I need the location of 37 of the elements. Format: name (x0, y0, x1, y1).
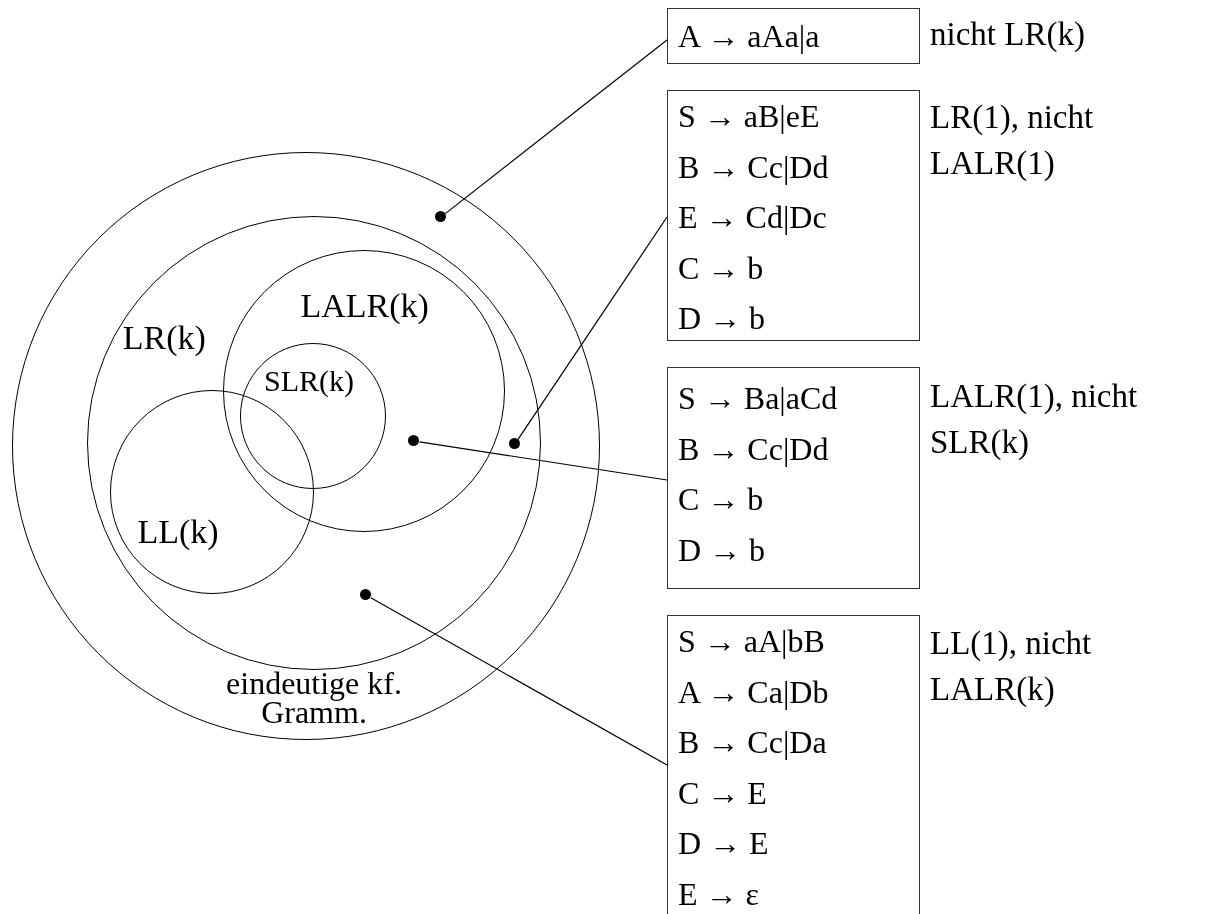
classification-note: nicht LR(k) (930, 15, 1086, 54)
leader-line (370, 597, 668, 766)
production-rule: E → ε (677, 874, 760, 914)
production-rule: S → Ba|aCd (677, 379, 839, 418)
classification-note: LALR(1), nicht SLR(k) (930, 377, 1139, 462)
production-rule: D → E (677, 824, 770, 863)
leader-line (444, 39, 668, 215)
production-rule: C → E (677, 773, 768, 813)
grammar-box (667, 90, 920, 341)
production-rule: B → Cc|Dd (677, 147, 830, 187)
classification-note: LL(1), nicht LALR(k) (930, 624, 1093, 709)
point-marker (407, 434, 419, 446)
point-marker (359, 588, 371, 600)
set-label: LALR(k) (300, 289, 429, 324)
leader-line (418, 441, 668, 481)
production-rule: D → b (677, 299, 767, 338)
production-rule: D → b (677, 530, 767, 570)
set-label: SLR(k) (264, 366, 355, 397)
set-label: eindeutige kf. Gramm. (225, 669, 403, 727)
production-rule: A → aAa|a (677, 17, 821, 56)
classification-note: LR(1), nicht LALR(1) (930, 98, 1095, 183)
point-marker (508, 437, 520, 449)
production-rule: B → Cc|Da (677, 723, 828, 762)
production-rule: E → Cd|Dc (677, 198, 828, 237)
production-rule: B → Cc|Dd (677, 429, 830, 469)
production-rule: S → aB|eE (677, 97, 821, 136)
grammar-box (667, 8, 920, 64)
production-rule: A → Ca|Db (677, 672, 830, 712)
production-rule: C → b (677, 480, 765, 519)
leader-line (517, 216, 668, 441)
production-rule: C → b (677, 248, 765, 288)
point-marker (435, 211, 447, 223)
grammar-box (667, 615, 920, 914)
set-label: LR(k) (122, 320, 206, 355)
set-label: LL(k) (137, 515, 219, 550)
grammar-box (667, 367, 920, 589)
production-rule: S → aA|bB (677, 622, 826, 661)
